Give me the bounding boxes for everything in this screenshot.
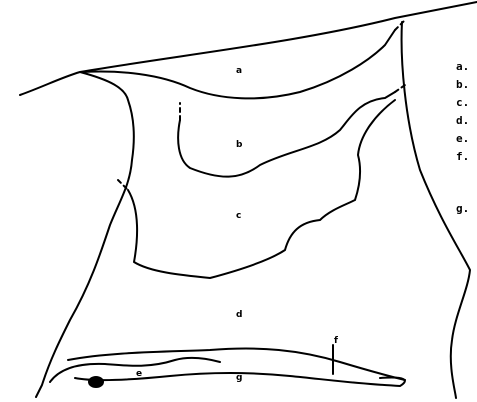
region-c-boundary — [128, 100, 395, 278]
region-b-boundary — [178, 92, 395, 177]
region-label-a: a — [236, 66, 242, 76]
legend-key-f: f. — [456, 150, 469, 163]
dashed-extension-b — [180, 85, 405, 120]
region-label-c: c — [236, 211, 241, 221]
region-label-b: b — [236, 140, 243, 150]
legend-key-g: g. — [456, 202, 469, 215]
legend-key-d: d. — [456, 114, 469, 127]
region-label-e: e — [136, 369, 142, 379]
legend-key-b: b. — [456, 78, 469, 91]
region-label-f: f — [334, 336, 338, 346]
dashed-extension-a — [395, 20, 405, 30]
small-oval — [88, 376, 104, 388]
legend-key-e: e. — [456, 132, 469, 145]
region-label-g: g — [236, 373, 242, 383]
legend-key-c: c. — [456, 96, 469, 109]
outer-outline — [20, 2, 477, 398]
region-label-d: d — [236, 310, 242, 320]
legend-key-a: a. — [456, 60, 469, 73]
